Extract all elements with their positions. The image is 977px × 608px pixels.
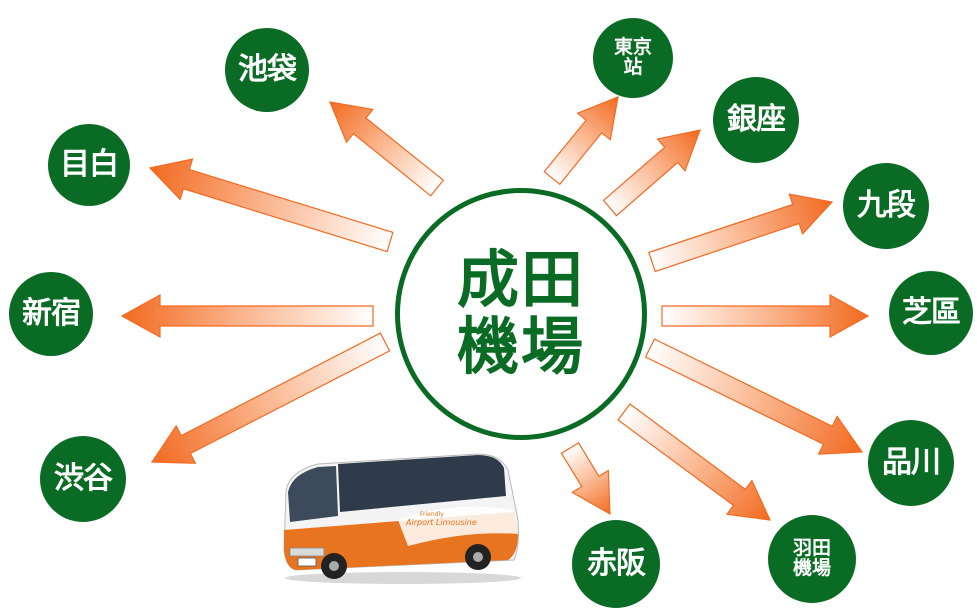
- hub-label-line1: 成田: [456, 243, 585, 317]
- dest-kudan: 九段: [843, 163, 929, 249]
- arrow-to-akasaka: [560, 441, 611, 516]
- dest-haneda-airport: 羽田 機場: [768, 515, 856, 603]
- arrow-to-shibuya: [150, 332, 391, 464]
- arrow-to-haneda-airport: [617, 403, 771, 521]
- dest-shinjuku: 新宿: [9, 272, 93, 356]
- arrow-to-ikebukuro: [329, 101, 445, 197]
- bus-brand-line2: Airport Limousine: [405, 518, 477, 527]
- arrow-to-mejiro: [148, 158, 394, 253]
- arrow-to-kudan: [648, 193, 834, 273]
- dest-tokyo-station: 東京 站: [593, 18, 673, 98]
- dest-ikebukuro: 池袋: [225, 28, 309, 112]
- dest-mejiro: 目白: [48, 124, 130, 206]
- bus-brand-line1: Friendly: [420, 511, 444, 518]
- dest-akasaka: 赤阪: [572, 520, 660, 608]
- arrow-to-shinjuku: [120, 293, 374, 339]
- dest-shinagawa: 品川: [868, 420, 954, 506]
- hub-narita-airport: 成田 機場: [395, 188, 647, 440]
- arrow-to-ginza: [602, 129, 701, 217]
- arrow-to-shiba: [661, 293, 870, 339]
- airport-limousine-bus-image: Friendly Airport Limousine: [283, 453, 521, 584]
- arrow-to-tokyo-station: [543, 96, 619, 186]
- arrow-to-shinagawa: [644, 338, 864, 455]
- dest-shiba: 芝區: [889, 271, 973, 355]
- dest-ginza: 銀座: [713, 77, 799, 163]
- dest-shibuya: 渋谷: [40, 436, 126, 522]
- hub-label-line2: 機場: [456, 310, 585, 383]
